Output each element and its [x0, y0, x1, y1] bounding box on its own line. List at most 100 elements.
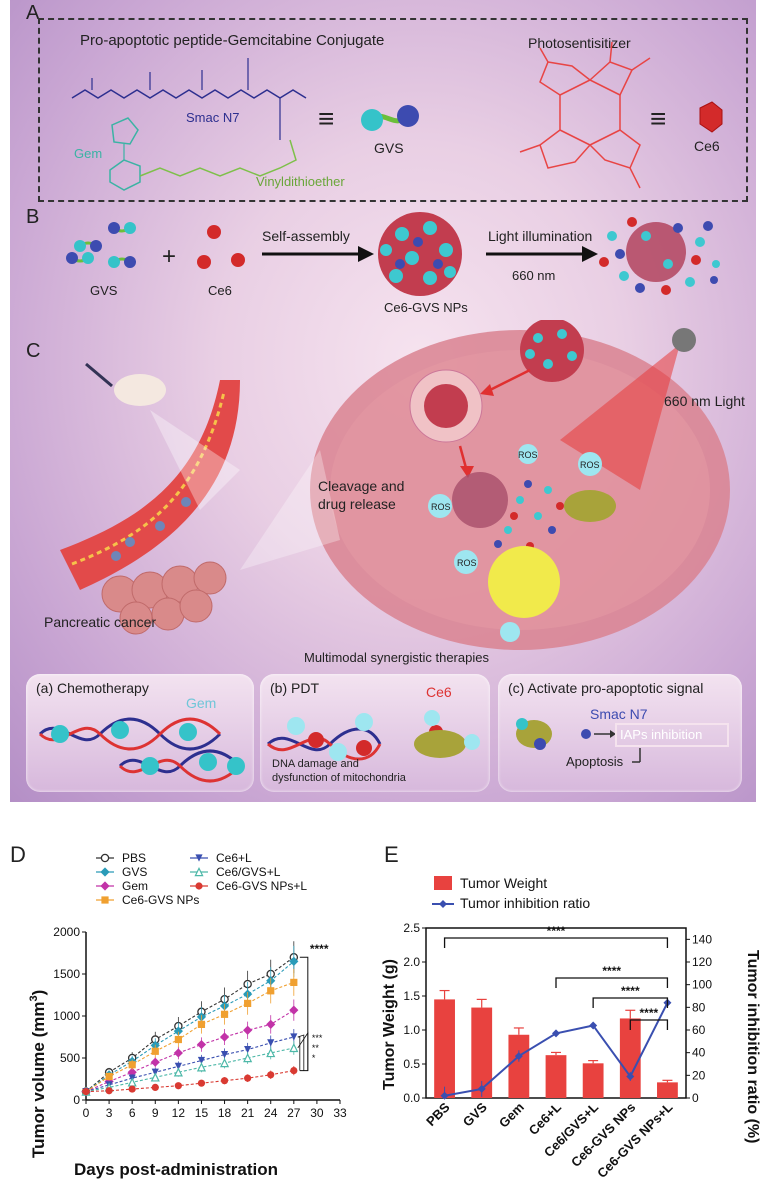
d-legend-label: Ce6+L — [216, 851, 252, 865]
d-point — [266, 1019, 276, 1029]
d-legend-marker — [195, 882, 203, 890]
e-line-point — [477, 1084, 486, 1093]
ros-label-2: ROS — [457, 558, 477, 568]
e-sig-bracket — [629, 1019, 669, 1030]
panel-c-label: C — [26, 340, 41, 362]
e-x-tick-label: Gem — [496, 1100, 527, 1131]
e-line-point — [552, 1029, 560, 1038]
d-ylabel-sup: 3 — [28, 995, 40, 1001]
d-series-line — [85, 960, 295, 1093]
panel-c-scene — [60, 320, 730, 650]
d-x-tick-label: 24 — [264, 1106, 278, 1120]
d-y-tick-label: 0 — [73, 1093, 80, 1107]
d-point — [105, 1087, 113, 1095]
e-x-tick-label: PBS — [423, 1099, 453, 1129]
d-point — [220, 1051, 229, 1059]
dna-damage-label: DNA damage and — [272, 758, 359, 770]
e-y-tick-label-left: 0.0 — [403, 1091, 420, 1105]
activate-label: (c) Activate pro-apoptotic signal — [508, 680, 704, 696]
d-point — [266, 1048, 276, 1058]
d-legend-marker — [100, 867, 110, 877]
d-legend-marker — [100, 853, 110, 863]
e-bar — [657, 1082, 678, 1098]
d-sig-label: *** — [312, 1033, 323, 1043]
chemotherapy-label: (a) Chemotherapy — [36, 680, 149, 696]
e-line-point — [626, 1072, 635, 1081]
lamp-icon — [672, 328, 696, 352]
light-illumination-label: Light illumination — [488, 228, 593, 244]
e-bars — [434, 989, 678, 1098]
pancreatic-cancer-label: Pancreatic cancer — [44, 614, 157, 630]
e-y-tick-label-right: 40 — [692, 1046, 706, 1060]
e-y-tick-label-right: 20 — [692, 1068, 706, 1082]
ce6-label: Ce6 — [694, 138, 720, 154]
e-legend-bar-swatch — [434, 876, 452, 890]
conjugate-title: Pro-apoptotic peptide-Gemcitabine Conjug… — [80, 32, 385, 49]
d-sig-bracket — [297, 1034, 305, 1071]
ros-label-3: ROS — [518, 450, 538, 460]
release-particles — [452, 472, 508, 528]
d-point — [197, 1020, 206, 1028]
e-sig-bracket — [592, 997, 669, 1008]
smac-label: Smac N7 — [186, 110, 240, 125]
d-point — [197, 1079, 206, 1087]
e-bar — [471, 1007, 493, 1098]
d-point — [220, 1010, 229, 1018]
d-legend-label: Ce6/GVS+L — [216, 865, 281, 879]
d-legend-label: PBS — [122, 851, 146, 865]
d-point — [105, 1072, 113, 1081]
d-point — [128, 1061, 136, 1069]
e-bar — [508, 1034, 530, 1098]
d-point — [290, 1067, 298, 1075]
d-point — [244, 999, 252, 1007]
syringe-icon — [85, 362, 113, 388]
ce6-icon — [699, 101, 723, 133]
d-sig-bracket — [297, 1036, 301, 1071]
d-x-tick-label: 15 — [195, 1106, 209, 1120]
d-point — [128, 1085, 136, 1093]
d-x-tick-label: 9 — [152, 1106, 159, 1120]
d-point — [244, 1046, 252, 1054]
linker-label: Vinyldithioether — [256, 174, 345, 189]
mito-dysfunction-label: dysfunction of mitochondria — [272, 772, 406, 784]
e-sig-label: **** — [547, 924, 566, 938]
e-y-tick-label-left: 0.5 — [403, 1057, 420, 1071]
d-xlabel: Days post-administration — [74, 1160, 278, 1179]
d-x-tick-label: 0 — [83, 1106, 90, 1120]
e-y-tick-label-left: 2.5 — [403, 921, 420, 935]
e-bar — [619, 1018, 641, 1098]
self-assembly-label: Self-assembly — [262, 228, 350, 244]
d-point — [289, 1005, 299, 1015]
drug-release-label: drug release — [318, 496, 396, 512]
d-ylabel-main: Tumor volume (mm — [29, 1002, 48, 1158]
e-y-tick-label-right: 120 — [692, 955, 712, 969]
d-series-line — [85, 956, 295, 1093]
d-legend-label: Gem — [122, 879, 148, 893]
d-x-tick-label: 30 — [310, 1106, 324, 1120]
panel-a-structures: ≡ ≡ — [71, 41, 723, 191]
cleavage-label: Cleavage and — [318, 478, 405, 494]
e-sig-label: **** — [602, 964, 621, 978]
e-sig-bracket — [555, 977, 669, 988]
e-x-tick-label: GVS — [460, 1099, 490, 1129]
e-sig-label: **** — [621, 984, 640, 998]
ce6-molecules — [197, 225, 245, 269]
mitochondria — [564, 490, 616, 522]
d-x-tick-label: 27 — [287, 1106, 301, 1120]
d-series-line — [85, 1009, 295, 1093]
d-legend-label: Ce6-GVS NPs+L — [216, 879, 307, 893]
gvs-label: GVS — [374, 140, 404, 156]
e-y-tick-label-right: 60 — [692, 1023, 706, 1037]
d-point — [151, 1068, 159, 1076]
e-bar — [434, 999, 455, 1098]
plus-sign: + — [162, 243, 176, 270]
d-significance: ********** — [297, 942, 329, 1072]
e-line-point — [440, 1091, 449, 1100]
ce6-porphyrin — [519, 41, 651, 189]
d-point — [196, 1062, 207, 1072]
